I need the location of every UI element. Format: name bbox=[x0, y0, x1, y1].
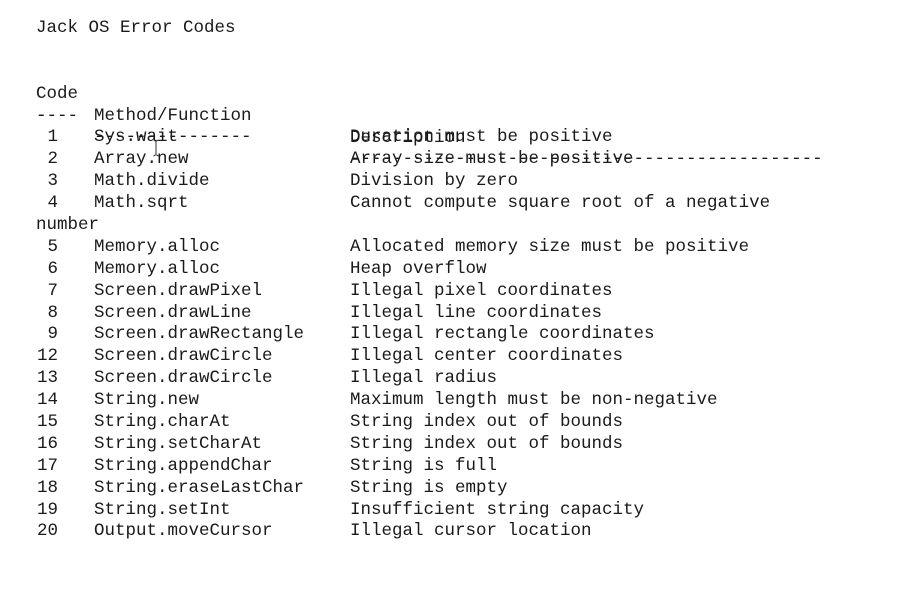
method-name: Screen.drawPixel bbox=[94, 280, 263, 301]
method-name: Screen.drawRectangle bbox=[94, 324, 305, 345]
table-row: 19 String.setInt Insufficient string capac… bbox=[36, 500, 896, 522]
method-name: Screen.drawLine bbox=[94, 302, 252, 323]
method-name: String.eraseLastChar bbox=[94, 477, 305, 498]
description-wrap: number bbox=[36, 215, 100, 236]
error-description: Illegal cursor location bbox=[350, 521, 592, 542]
text-cursor-icon bbox=[153, 139, 159, 157]
table-row: 15 String.charAt String index out of bound… bbox=[36, 412, 896, 434]
error-code: 16 bbox=[36, 433, 58, 454]
table-row: 1 Sys.wait Duration must be positive bbox=[36, 127, 896, 149]
error-description: Illegal radius bbox=[350, 368, 498, 389]
separator-row: ---- --------------- -------------------… bbox=[36, 84, 896, 170]
error-description: Insufficient string capacity bbox=[350, 499, 645, 520]
error-code: 8 bbox=[47, 302, 58, 323]
error-code-list: 1 Sys.wait Duration must be positive 2 Array… bbox=[36, 127, 896, 543]
table-row: 8 Screen.drawLine Illegal line coordinates bbox=[36, 303, 896, 325]
error-description: Maximum length must be non-negative bbox=[350, 390, 718, 411]
header-code: Code bbox=[36, 83, 79, 104]
error-description: Division by zero bbox=[350, 171, 519, 192]
error-code: 1 bbox=[47, 127, 58, 148]
method-name: Screen.drawCircle bbox=[94, 346, 273, 367]
error-code: 7 bbox=[47, 280, 58, 301]
header-row: Code Method/Function Description bbox=[36, 62, 896, 148]
error-code: 6 bbox=[47, 258, 58, 279]
method-name: Output.moveCursor bbox=[94, 521, 273, 542]
error-code: 15 bbox=[36, 412, 58, 433]
method-name: Memory.alloc bbox=[94, 236, 221, 257]
error-description: Illegal rectangle coordinates bbox=[350, 324, 655, 345]
error-code: 4 bbox=[47, 193, 58, 214]
table-row: 4 Math.sqrt Cannot compute square root of … bbox=[36, 193, 896, 215]
error-description: Heap overflow bbox=[350, 258, 487, 279]
error-description: Illegal line coordinates bbox=[350, 302, 603, 323]
header-description: Description bbox=[350, 127, 466, 148]
header-method: Method/Function bbox=[94, 105, 252, 126]
document-body: Jack OS Error Codes Code Method/Function… bbox=[36, 18, 896, 543]
method-name: Memory.alloc bbox=[94, 258, 221, 279]
error-code: 2 bbox=[47, 149, 58, 170]
table-row: 7 Screen.drawPixel Illegal pixel coordinat… bbox=[36, 281, 896, 303]
error-description: String index out of bounds bbox=[350, 412, 624, 433]
blank-line bbox=[36, 40, 896, 62]
table-row: 14 String.new Maximum length must be non-n… bbox=[36, 390, 896, 412]
error-description: Illegal center coordinates bbox=[350, 346, 624, 367]
table-row: 13 Screen.drawCircle Illegal radius bbox=[36, 368, 896, 390]
table-row: 16 String.setCharAt String index out of bo… bbox=[36, 434, 896, 456]
method-name: Sys.wait bbox=[94, 127, 179, 148]
document-title: Jack OS Error Codes bbox=[36, 18, 236, 38]
table-row: 12 Screen.drawCircle Illegal center coordi… bbox=[36, 346, 896, 368]
separator-wrap: - bbox=[36, 105, 47, 126]
error-description: String is full bbox=[350, 455, 498, 476]
error-description: String index out of bounds bbox=[350, 433, 624, 454]
error-code: 14 bbox=[36, 390, 58, 411]
table-row: 20 Output.moveCursor Illegal cursor locati… bbox=[36, 521, 896, 543]
method-name: String.setCharAt bbox=[94, 433, 263, 454]
error-description: Duration must be positive bbox=[350, 127, 613, 148]
error-code: 5 bbox=[47, 236, 58, 257]
error-code: 19 bbox=[36, 499, 58, 520]
error-description: Illegal pixel coordinates bbox=[350, 280, 613, 301]
error-code: 18 bbox=[36, 477, 58, 498]
table-row: 18 String.eraseLastChar String is empty bbox=[36, 478, 896, 500]
table-row: 17 String.appendChar String is full bbox=[36, 456, 896, 478]
table-row: 9 Screen.drawRectangle Illegal rectangle c… bbox=[36, 324, 896, 346]
separator-code: ---- bbox=[36, 105, 79, 126]
separator-method: --------------- bbox=[94, 127, 252, 148]
error-code: 20 bbox=[36, 521, 58, 542]
error-description: Array size must be positive bbox=[350, 149, 634, 170]
table-row: 3 Math.divide Division by zero bbox=[36, 171, 896, 193]
method-name: String.setInt bbox=[94, 499, 231, 520]
error-description: Allocated memory size must be positive bbox=[350, 236, 750, 257]
error-code: 12 bbox=[36, 346, 58, 367]
error-code: 9 bbox=[47, 324, 58, 345]
method-name: Array.new bbox=[94, 149, 189, 170]
separator-description: ----------------------------------------… bbox=[350, 149, 823, 170]
method-name: String.charAt bbox=[94, 412, 231, 433]
error-description: String is empty bbox=[350, 477, 508, 498]
table-row: 6 Memory.alloc Heap overflow bbox=[36, 259, 896, 281]
method-name: Math.divide bbox=[94, 171, 210, 192]
method-name: Screen.drawCircle bbox=[94, 368, 273, 389]
error-code: 17 bbox=[36, 455, 58, 476]
method-name: String.appendChar bbox=[94, 455, 273, 476]
method-name: Math.sqrt bbox=[94, 193, 189, 214]
table-row: 2 Array.new Array size must be positive bbox=[36, 149, 896, 171]
table-row: 5 Memory.alloc Allocated memory size must … bbox=[36, 237, 896, 259]
error-description: Cannot compute square root of a negative bbox=[350, 193, 771, 214]
error-code: 3 bbox=[47, 171, 58, 192]
error-code: 13 bbox=[36, 368, 58, 389]
method-name: String.new bbox=[94, 390, 200, 411]
